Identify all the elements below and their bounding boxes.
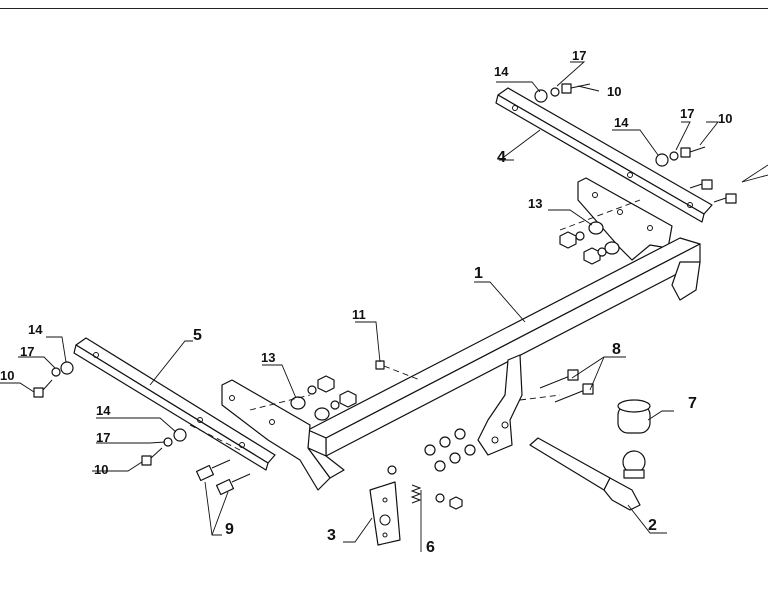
page-top-border (0, 8, 768, 9)
callout-labels: 1 2 3 4 5 6 7 8 9 10 10 10 10 11 13 13 1… (0, 48, 732, 556)
right-washers-nuts (559, 221, 620, 265)
callout-14-left-upper: 14 (28, 322, 43, 337)
callout-11: 11 (352, 307, 366, 322)
callout-13-right: 13 (528, 196, 542, 211)
ball-mount-bracket (477, 354, 523, 456)
left-side-bracket (221, 379, 331, 491)
bolts-group-8 (539, 369, 594, 403)
callout-10-left-lower: 10 (94, 462, 108, 477)
callout-14-right: 14 (614, 115, 629, 130)
fasteners-left-lower (141, 428, 187, 466)
callout-10-right: 10 (718, 111, 732, 126)
callout-9: 9 (225, 521, 234, 538)
bolts-group-9 (195, 459, 251, 496)
callout-17-right: 17 (680, 106, 694, 121)
bolt-11 (375, 360, 421, 381)
callout-14-top: 14 (494, 64, 509, 79)
callout-3: 3 (327, 527, 336, 544)
callout-10-left-upper: 10 (0, 368, 14, 383)
right-side-bracket (577, 177, 673, 261)
callout-13-left: 13 (261, 350, 275, 365)
right-mounting-plate (495, 87, 713, 223)
callout-14-left-lower: 14 (96, 403, 111, 418)
callout-17-top: 17 (572, 48, 586, 63)
socket-plate (369, 481, 401, 546)
callout-17-left-upper: 17 (20, 344, 34, 359)
callout-1: 1 (474, 265, 483, 282)
callout-7: 7 (688, 395, 697, 412)
centre-washers-nuts (387, 428, 476, 510)
fasteners-right-mid (655, 146, 737, 204)
assembly-lines (189, 199, 641, 451)
callout-4: 4 (497, 149, 506, 166)
ball-cover-cap (617, 399, 651, 434)
callout-5: 5 (193, 327, 202, 344)
left-washers-nuts (290, 375, 357, 421)
callout-10-top: 10 (607, 84, 621, 99)
tow-ball-arm (529, 437, 646, 511)
left-mounting-plate (73, 337, 276, 471)
fasteners-left-upper (33, 361, 74, 398)
callout-6: 6 (426, 539, 435, 556)
callout-8: 8 (612, 341, 621, 358)
leader-lines (0, 61, 768, 552)
spring (410, 484, 422, 504)
callout-17-left-lower: 17 (96, 430, 110, 445)
fasteners-top (534, 83, 591, 103)
callout-2: 2 (648, 517, 657, 534)
